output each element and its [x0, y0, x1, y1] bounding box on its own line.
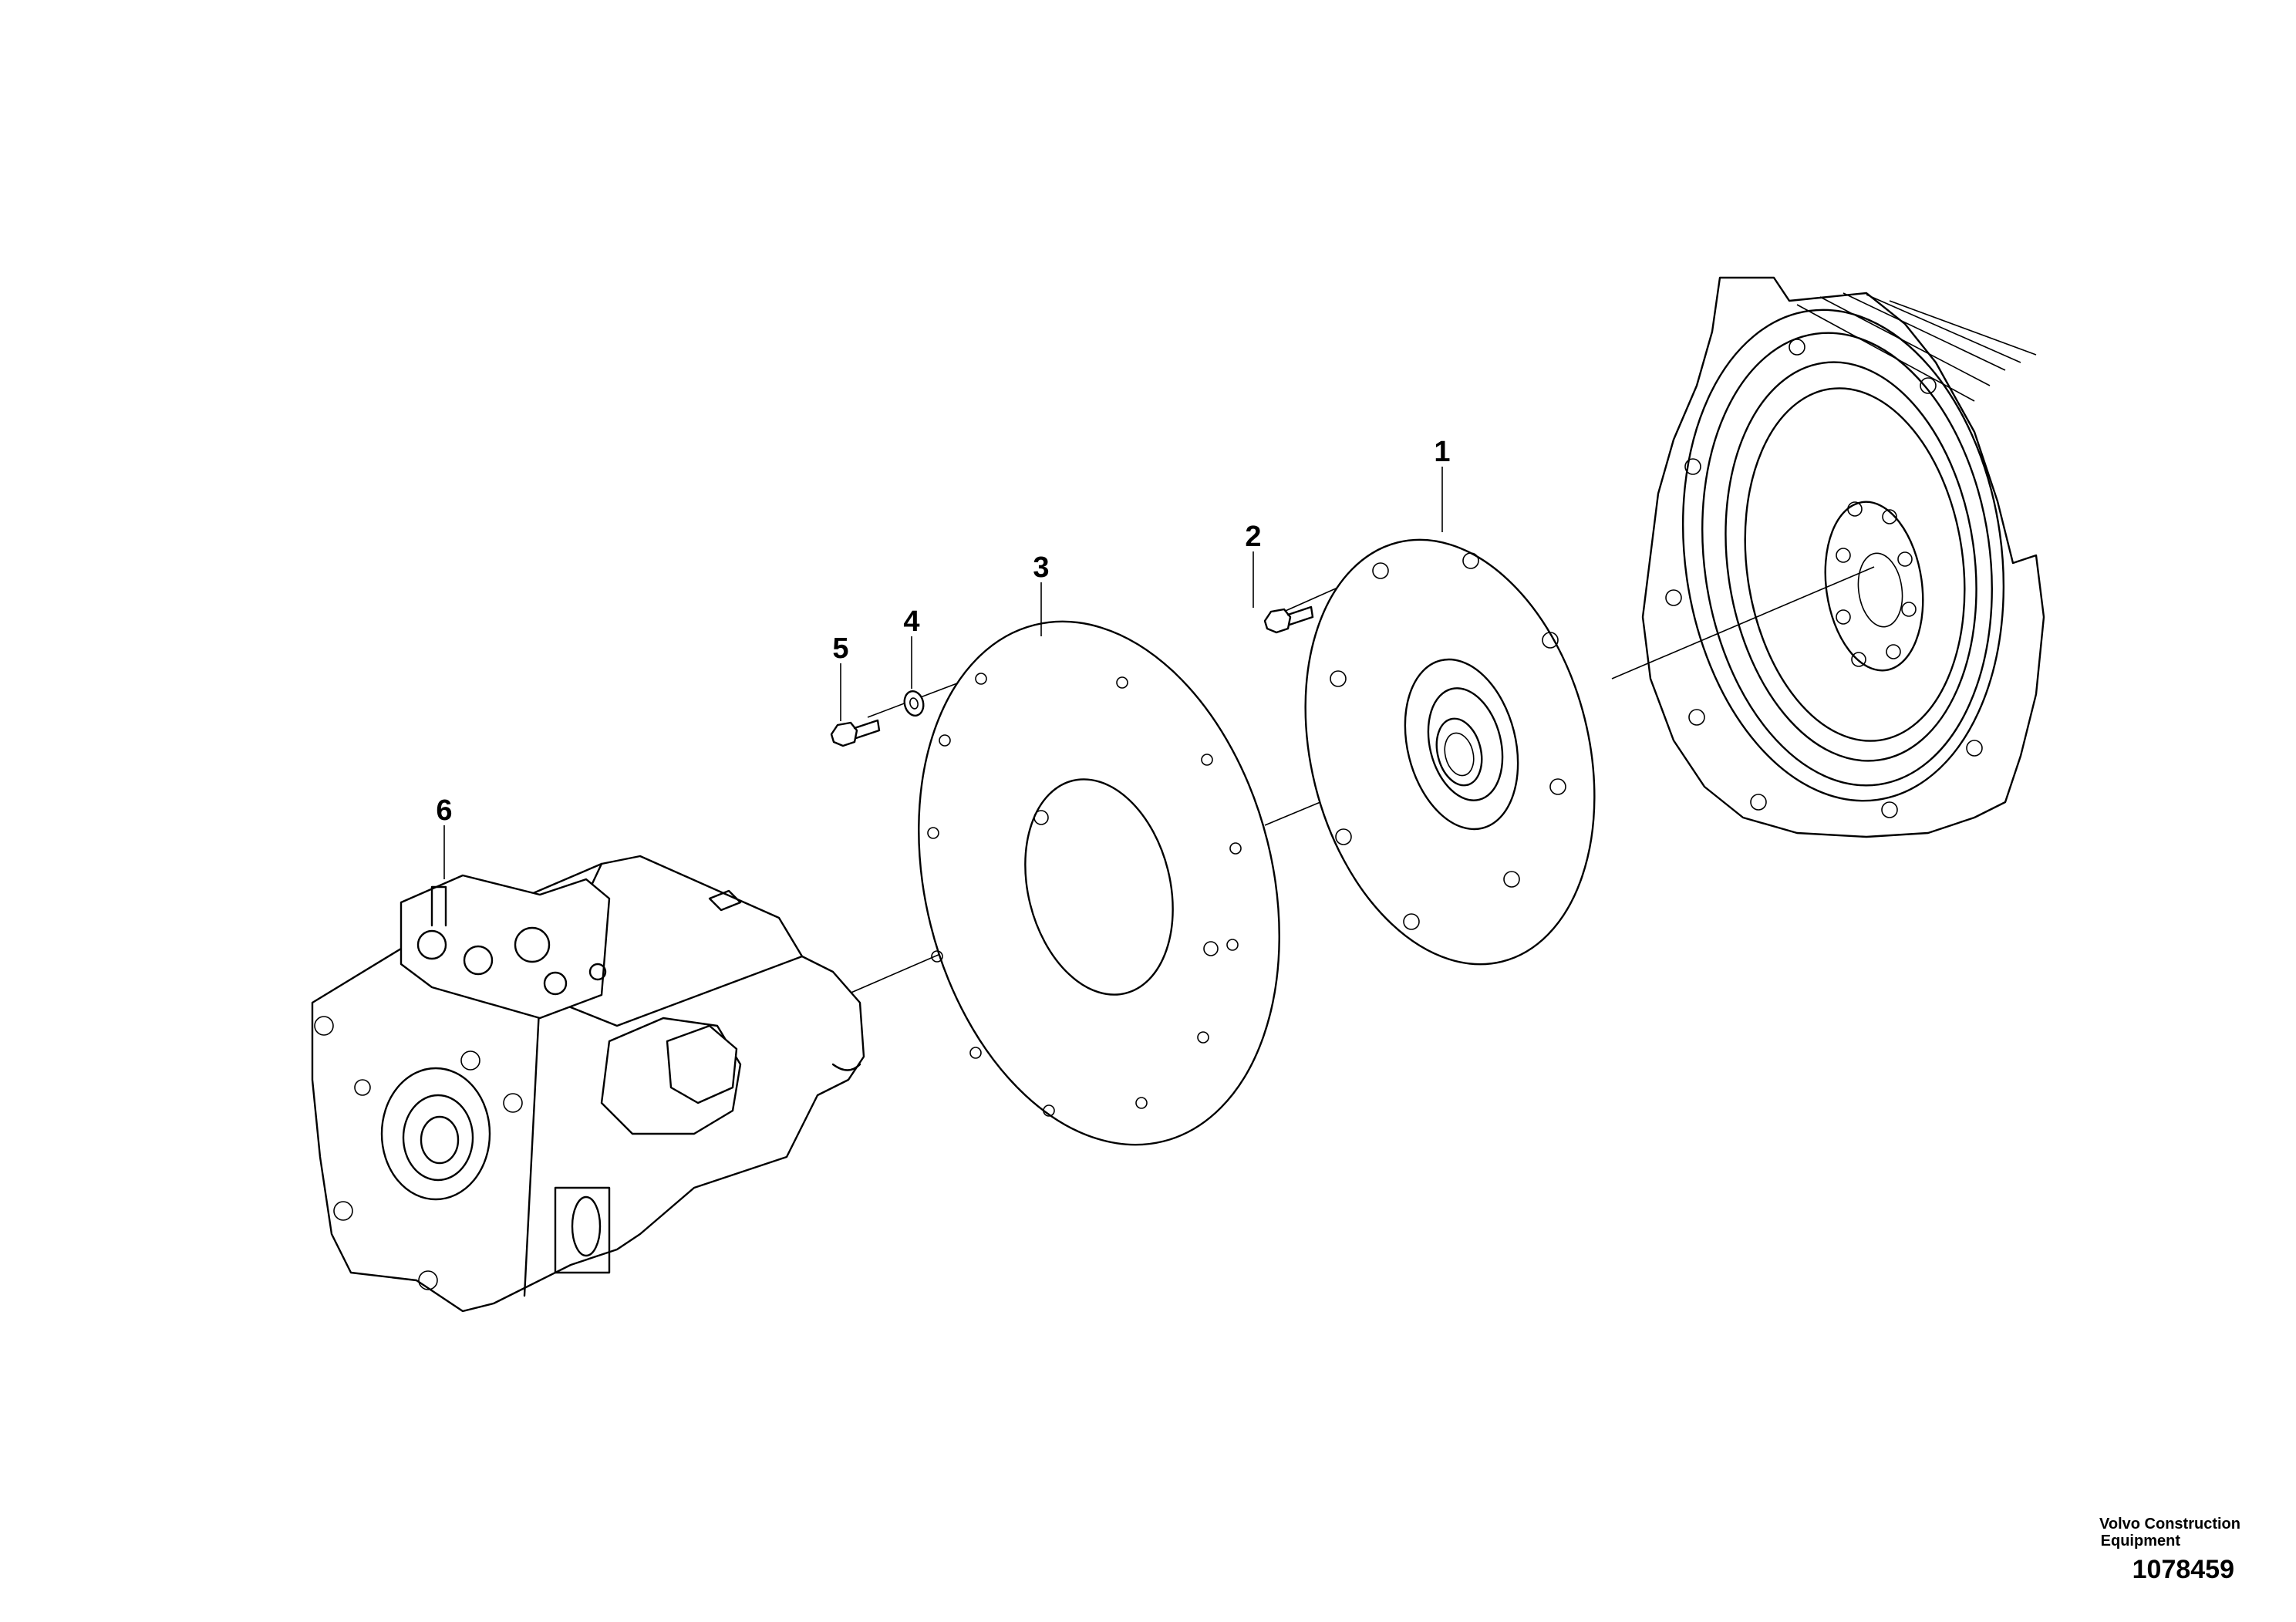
flex-plate — [1304, 538, 1596, 966]
callout-3: 3 — [1033, 551, 1049, 584]
callout-4: 4 — [903, 605, 919, 638]
screw-and-washer — [830, 690, 925, 747]
flange-screw — [1263, 605, 1314, 634]
callout-2: 2 — [1245, 521, 1261, 553]
drawing-number: 1078459 — [2132, 1555, 2234, 1584]
engine-flywheel-housing — [1641, 276, 2045, 838]
callout-6: 6 — [436, 794, 452, 827]
callout-1: 1 — [1434, 436, 1450, 468]
adapter-plate — [918, 620, 1280, 1146]
callout-leaders — [443, 467, 1443, 879]
publisher-name-line2: Equipment — [2100, 1533, 2180, 1549]
callout-5: 5 — [832, 632, 848, 665]
publisher-name: Volvo Construction — [2099, 1516, 2240, 1533]
callout-labels: 1 2 3 4 5 6 — [436, 436, 1450, 827]
hydraulic-pump — [311, 855, 865, 1313]
